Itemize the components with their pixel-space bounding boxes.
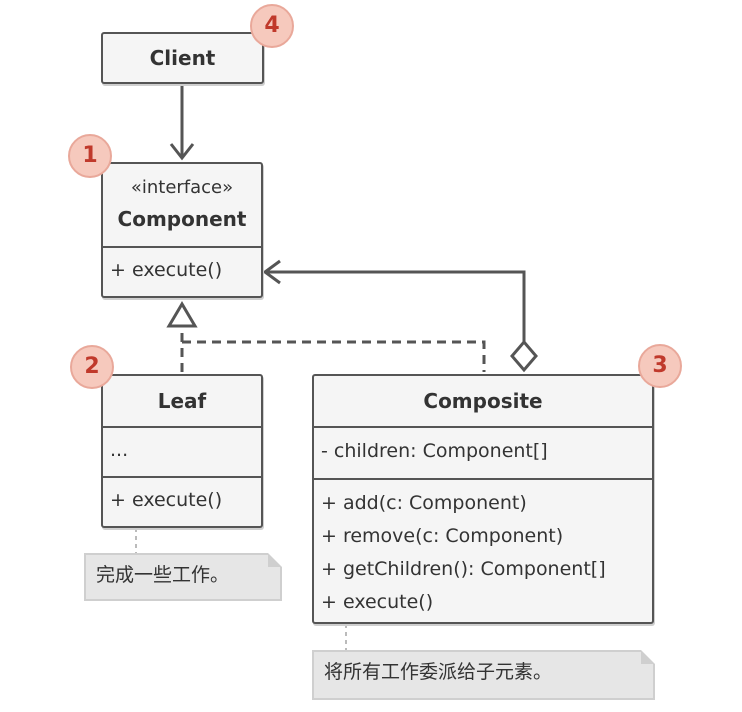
aggregation-line [265,270,526,342]
note-fold-corner [641,650,655,664]
component-title: Component [117,207,247,231]
client-class-box: Client [101,32,264,84]
component-interface-box: «interface» Component + execute() [101,162,263,298]
leaf-method: + execute() [110,489,223,511]
leaf-note-text: 完成一些工作。 [96,564,230,586]
composite-note-text: 将所有工作委派给子元素。 [324,661,553,683]
leaf-title: Leaf [157,389,207,413]
composite-title: Composite [423,389,543,413]
composite-fields: - children: Component[] [314,426,652,478]
composite-badge: 3 [638,344,682,388]
aggregation-diamond [510,339,538,373]
aggregation-arrowhead [262,259,281,285]
component-methods: + execute() [103,246,261,296]
leaf-fields: ... [103,426,261,476]
composite-method: + add(c: Component) [321,492,527,514]
composite-method: + execute() [321,591,434,613]
realization-triangle [166,301,198,328]
client-to-component-arrowhead [169,143,195,161]
leaf-field: ... [110,439,129,461]
component-stereotype: «interface» [130,177,234,198]
leaf-note: 完成一些工作。 [84,553,282,601]
realization-dashed-line [180,326,486,372]
composite-class-box: Composite - children: Component[] + add(… [312,374,654,624]
composite-methods: + add(c: Component) + remove(c: Componen… [314,478,652,619]
leaf-class-box: Leaf ... + execute() [101,374,263,528]
component-header: «interface» Component [103,164,261,246]
client-badge: 4 [250,4,294,48]
client-title: Client [149,46,216,70]
composite-field: - children: Component[] [321,440,548,462]
note-fold-corner [268,553,282,567]
component-method: + execute() [110,259,223,281]
composite-method: + getChildren(): Component[] [321,558,606,580]
component-badge: 1 [68,134,112,178]
leaf-methods: + execute() [103,476,261,526]
composite-method: + remove(c: Component) [321,525,564,547]
composite-note: 将所有工作委派给子元素。 [312,650,655,700]
leaf-badge: 2 [70,345,114,389]
